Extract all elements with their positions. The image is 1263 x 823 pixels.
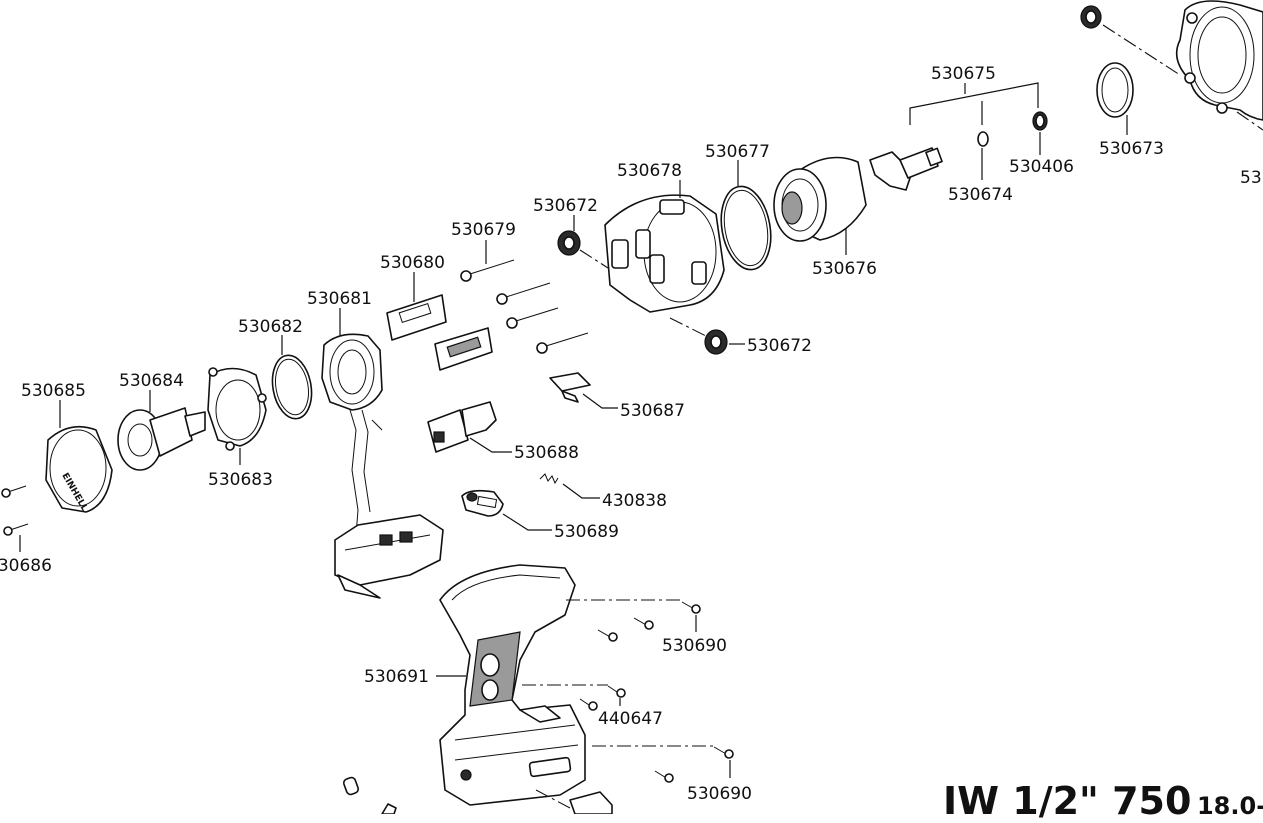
model-title: IW 1/2" 750 18.0-EC (943, 782, 1263, 820)
board-530680 (386, 294, 447, 341)
screw-530690-3 (597, 629, 618, 642)
label-530674: 530674 (948, 185, 1013, 205)
label-530677: 530677 (705, 142, 770, 162)
label-530685: 530685 (21, 381, 86, 401)
screw-440647-1 (607, 685, 626, 698)
label-53-cut: 53 (1240, 168, 1262, 188)
label-530673: 530673 (1099, 139, 1164, 159)
screw-530679-4 (536, 332, 589, 354)
electronics-module (334, 514, 444, 599)
screw-530686-1 (1, 485, 27, 498)
label-530690-top: 530690 (662, 636, 727, 656)
oring-530406 (1032, 111, 1048, 131)
screw-530679-1 (460, 259, 515, 282)
oring-530677 (720, 185, 772, 271)
switch-530688 (427, 401, 497, 453)
ring-530674 (977, 131, 989, 147)
label-530687: 530687 (620, 401, 685, 421)
screw-440647-2 (579, 698, 598, 711)
wiring-harness (349, 409, 383, 536)
label-530689: 530689 (554, 522, 619, 542)
screw-530686-2 (3, 523, 29, 536)
label-530682: 530682 (238, 317, 303, 337)
base-fragment (342, 776, 613, 814)
rotor-530684 (117, 407, 206, 471)
spring-430838 (539, 473, 559, 485)
screw-530690-5 (654, 770, 674, 783)
label-530688: 530688 (514, 443, 579, 463)
screw-530690-4 (713, 746, 734, 759)
oring-530682 (271, 354, 313, 420)
label-440647: 440647 (598, 709, 663, 729)
screw-530679-3 (506, 307, 559, 329)
label-530680: 530680 (380, 253, 445, 273)
label-530683: 530683 (208, 470, 273, 490)
screw-530690-1 (681, 601, 701, 614)
hammer-mechanism (773, 156, 867, 242)
label-530676: 530676 (812, 259, 877, 279)
bearing-top (1080, 5, 1102, 29)
board-530687 (549, 372, 591, 403)
label-530684: 530684 (119, 371, 184, 391)
label-530675: 530675 (931, 64, 996, 84)
gear-housing (1175, 0, 1263, 121)
label-530672-bottom: 530672 (747, 336, 812, 356)
end-plate-530683 (207, 367, 267, 451)
model-variant: 18.0-EC (1196, 792, 1263, 820)
switch-530689 (461, 489, 504, 517)
stator-530681 (321, 333, 383, 411)
front-housing (604, 194, 725, 313)
label-530672-top: 530672 (533, 196, 598, 216)
label-430838: 430838 (602, 491, 667, 511)
label-530406: 530406 (1009, 157, 1074, 177)
switch-cover (434, 327, 493, 371)
screw-530690-2 (633, 617, 654, 630)
anvil (869, 147, 943, 191)
model-name: IW 1/2" 750 (943, 779, 1192, 823)
end-cap-530685: EINHELL (45, 425, 113, 513)
screw-530679-2 (496, 282, 551, 305)
bearing-530672-bottom (704, 329, 728, 355)
label-530691: 530691 (364, 667, 429, 687)
label-530690-bottom: 530690 (687, 784, 752, 804)
bearing-530672-top (557, 230, 581, 256)
label-530681: 530681 (307, 289, 372, 309)
washer-530673 (1096, 62, 1134, 118)
handle-housing (439, 564, 586, 806)
label-530679: 530679 (451, 220, 516, 240)
label-530678: 530678 (617, 161, 682, 181)
